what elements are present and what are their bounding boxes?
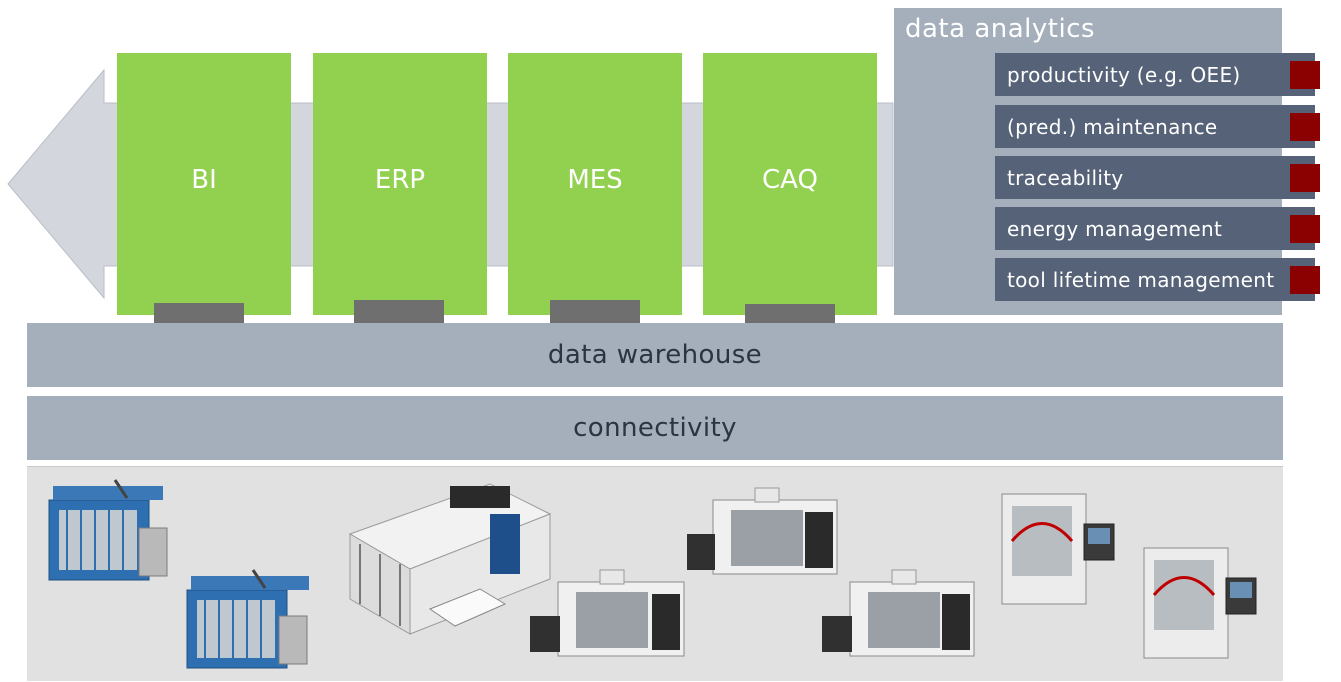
analytics-item-productivity[interactable]: productivity (e.g. OEE) [995,53,1320,96]
molding-machine-icon [48,479,168,581]
machining-center-icon [1001,493,1115,605]
analytics-item-maintenance[interactable]: (pred.) maintenance [995,105,1320,148]
data-analytics-title: data analytics [905,14,1096,44]
connectivity-label: connectivity [573,413,737,443]
analytics-item-label: traceability [1007,165,1124,190]
cnc-mill-icon [822,569,975,657]
automation-cell-icon [348,483,552,635]
status-marker [1290,164,1320,192]
data-warehouse-layer[interactable]: data warehouse [27,323,1283,387]
system-mes-label: MES [567,165,623,195]
system-bi-label: BI [191,165,217,195]
analytics-item-label: tool lifetime management [1007,267,1275,292]
data-warehouse-label: data warehouse [547,340,763,370]
data-analytics-panel: data analytics productivity (e.g. OEE) (… [894,8,1320,315]
connectivity-layer[interactable]: connectivity [27,396,1283,460]
system-mes[interactable]: MES [508,53,682,315]
status-marker [1290,266,1320,294]
machining-center-icon [1143,547,1257,659]
analytics-item-label: (pred.) maintenance [1007,114,1218,139]
analytics-item-tool-lifetime[interactable]: tool lifetime management [995,258,1320,301]
analytics-item-energy[interactable]: energy management [995,207,1320,250]
system-caq-label: CAQ [762,165,818,195]
analytics-item-label: energy management [1007,216,1223,241]
cnc-mill-icon [530,569,685,657]
analytics-item-label: productivity (e.g. OEE) [1007,62,1241,87]
system-erp[interactable]: ERP [313,53,487,315]
system-bi[interactable]: BI [117,53,291,315]
system-erp-label: ERP [374,165,426,195]
system-caq[interactable]: CAQ [703,53,877,315]
cnc-mill-icon [687,487,838,575]
molding-machine-icon [186,569,309,669]
analytics-item-traceability[interactable]: traceability [995,156,1320,199]
status-marker [1290,215,1320,243]
status-marker [1290,113,1320,141]
status-marker [1290,61,1320,89]
